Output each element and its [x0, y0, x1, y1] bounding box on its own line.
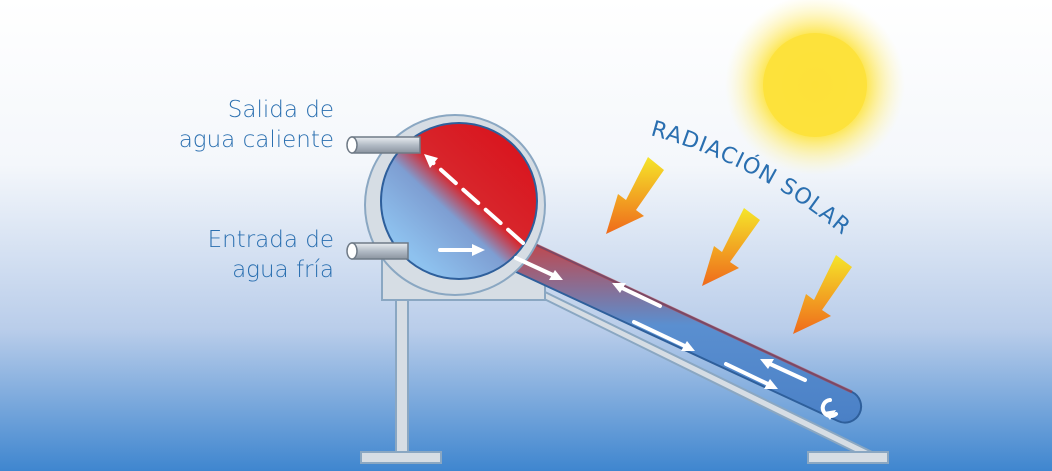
- hot-water-pipe: [346, 136, 421, 154]
- flow-arrow-icon: [632, 320, 695, 351]
- hot-water-outlet-label-line1: Salida de: [227, 97, 334, 123]
- tank-water: [380, 122, 538, 280]
- flow-arrows: [424, 154, 838, 420]
- flow-arrow-icon: [760, 359, 807, 382]
- radiation-arrow-icon: [702, 208, 760, 286]
- flow-arrow-icon: [424, 154, 525, 245]
- front-leg: [395, 297, 409, 457]
- hot-water-outlet-label-line2: agua caliente: [178, 127, 334, 153]
- flow-arrow-icon: [612, 283, 662, 308]
- cold-water-pipe: [346, 242, 409, 260]
- collector-tube: [484, 226, 863, 424]
- front-foot: [360, 451, 442, 464]
- flow-arrow-icon: [514, 256, 563, 280]
- cold-water-inlet-label-line2: agua fría: [232, 257, 334, 283]
- hot-water-outlet-label: Salida de agua caliente: [179, 95, 334, 155]
- radiation-arrow-icon: [793, 255, 852, 334]
- flow-return-arrow-icon: [820, 398, 838, 420]
- sun-core: [763, 33, 867, 137]
- flow-arrow-icon: [438, 244, 485, 256]
- radiation-arrow-icon: [606, 157, 664, 234]
- cold-water-inlet-label-line1: Entrada de: [207, 227, 334, 253]
- radiation-arrows: [606, 157, 852, 334]
- cold-water-inlet-label: Entrada de agua fría: [208, 225, 334, 285]
- flow-arrow-icon: [724, 362, 778, 389]
- rear-foot: [807, 451, 889, 464]
